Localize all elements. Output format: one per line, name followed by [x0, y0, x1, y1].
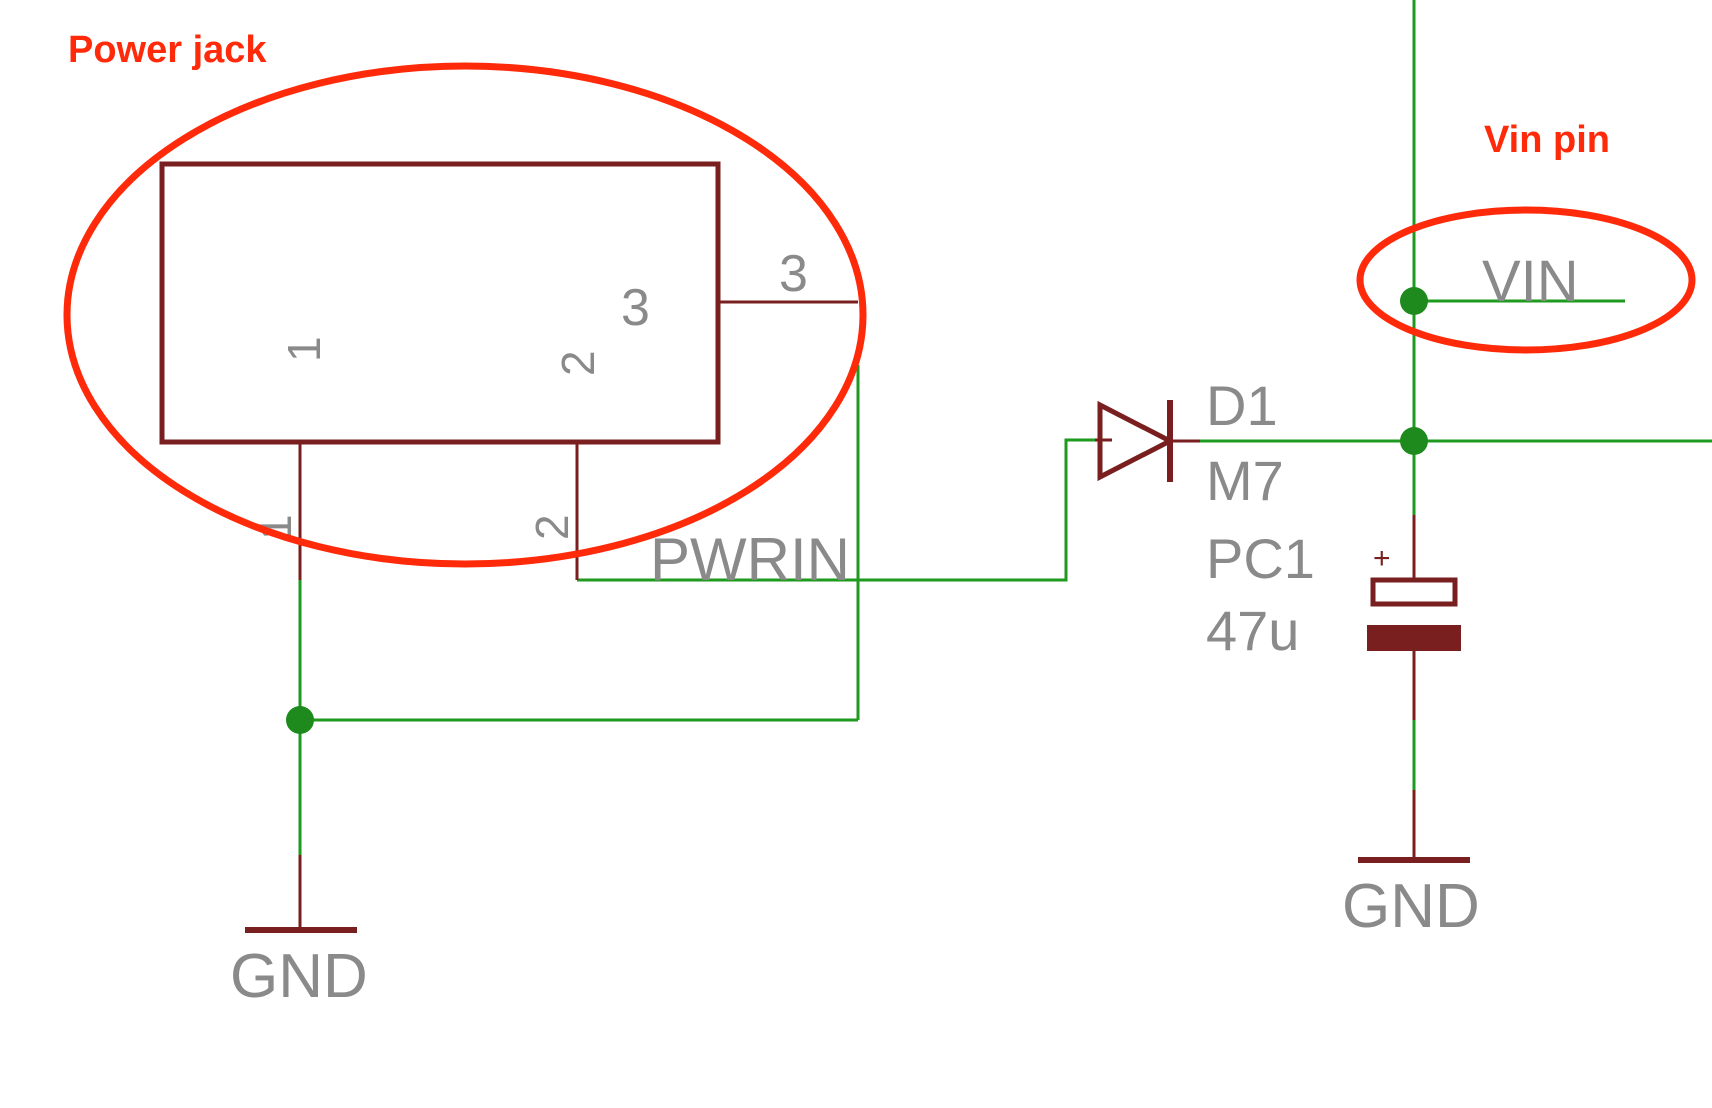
- wire-pwrin: [577, 438, 1095, 582]
- pin2-inner-label: 2: [552, 350, 604, 376]
- cap-name-label: PC1: [1206, 527, 1315, 590]
- cap-polarity-mark: +: [1373, 542, 1391, 575]
- wires: [298, 0, 1712, 855]
- cap-negative-plate: [1367, 625, 1461, 651]
- gnd-left-label: GND: [230, 942, 368, 1011]
- pin2-outer-label: 2: [526, 514, 578, 540]
- power-jack-component: [159, 161, 858, 580]
- gnd-right-label: GND: [1342, 872, 1480, 941]
- gnd-symbol-left: [245, 855, 357, 933]
- junction-vin-bus: [1400, 427, 1428, 455]
- junction-vin-pin: [1400, 287, 1428, 315]
- vin-pin-highlight-ring: [1356, 206, 1696, 354]
- capacitor-pc1: [1367, 515, 1461, 720]
- cap-value-label: 47u: [1206, 599, 1299, 662]
- pin3-outer-label: 3: [779, 245, 808, 303]
- net-label-vin: VIN: [1482, 249, 1579, 314]
- junctions: [286, 287, 1428, 734]
- pin1-inner-label: 1: [278, 336, 330, 362]
- diode-name-label: D1: [1206, 374, 1278, 437]
- annotation-power-jack: Power jack: [68, 29, 267, 71]
- diode-value-label: M7: [1206, 449, 1284, 512]
- diode-triangle: [1097, 400, 1176, 482]
- junction-gnd-left: [286, 706, 314, 734]
- diode-d1: [1095, 400, 1200, 482]
- annotation-vin-pin: Vin pin: [1484, 119, 1610, 161]
- cap-positive-plate: [1370, 577, 1458, 607]
- net-label-pwrin: PWRIN: [650, 526, 850, 593]
- power-jack-pin-labels: 1 2 3 3 1 2: [249, 245, 808, 540]
- gnd-symbol-right: [1358, 790, 1470, 863]
- pin3-inner-label: 3: [621, 279, 650, 337]
- power-jack-highlight-ring: [63, 62, 867, 568]
